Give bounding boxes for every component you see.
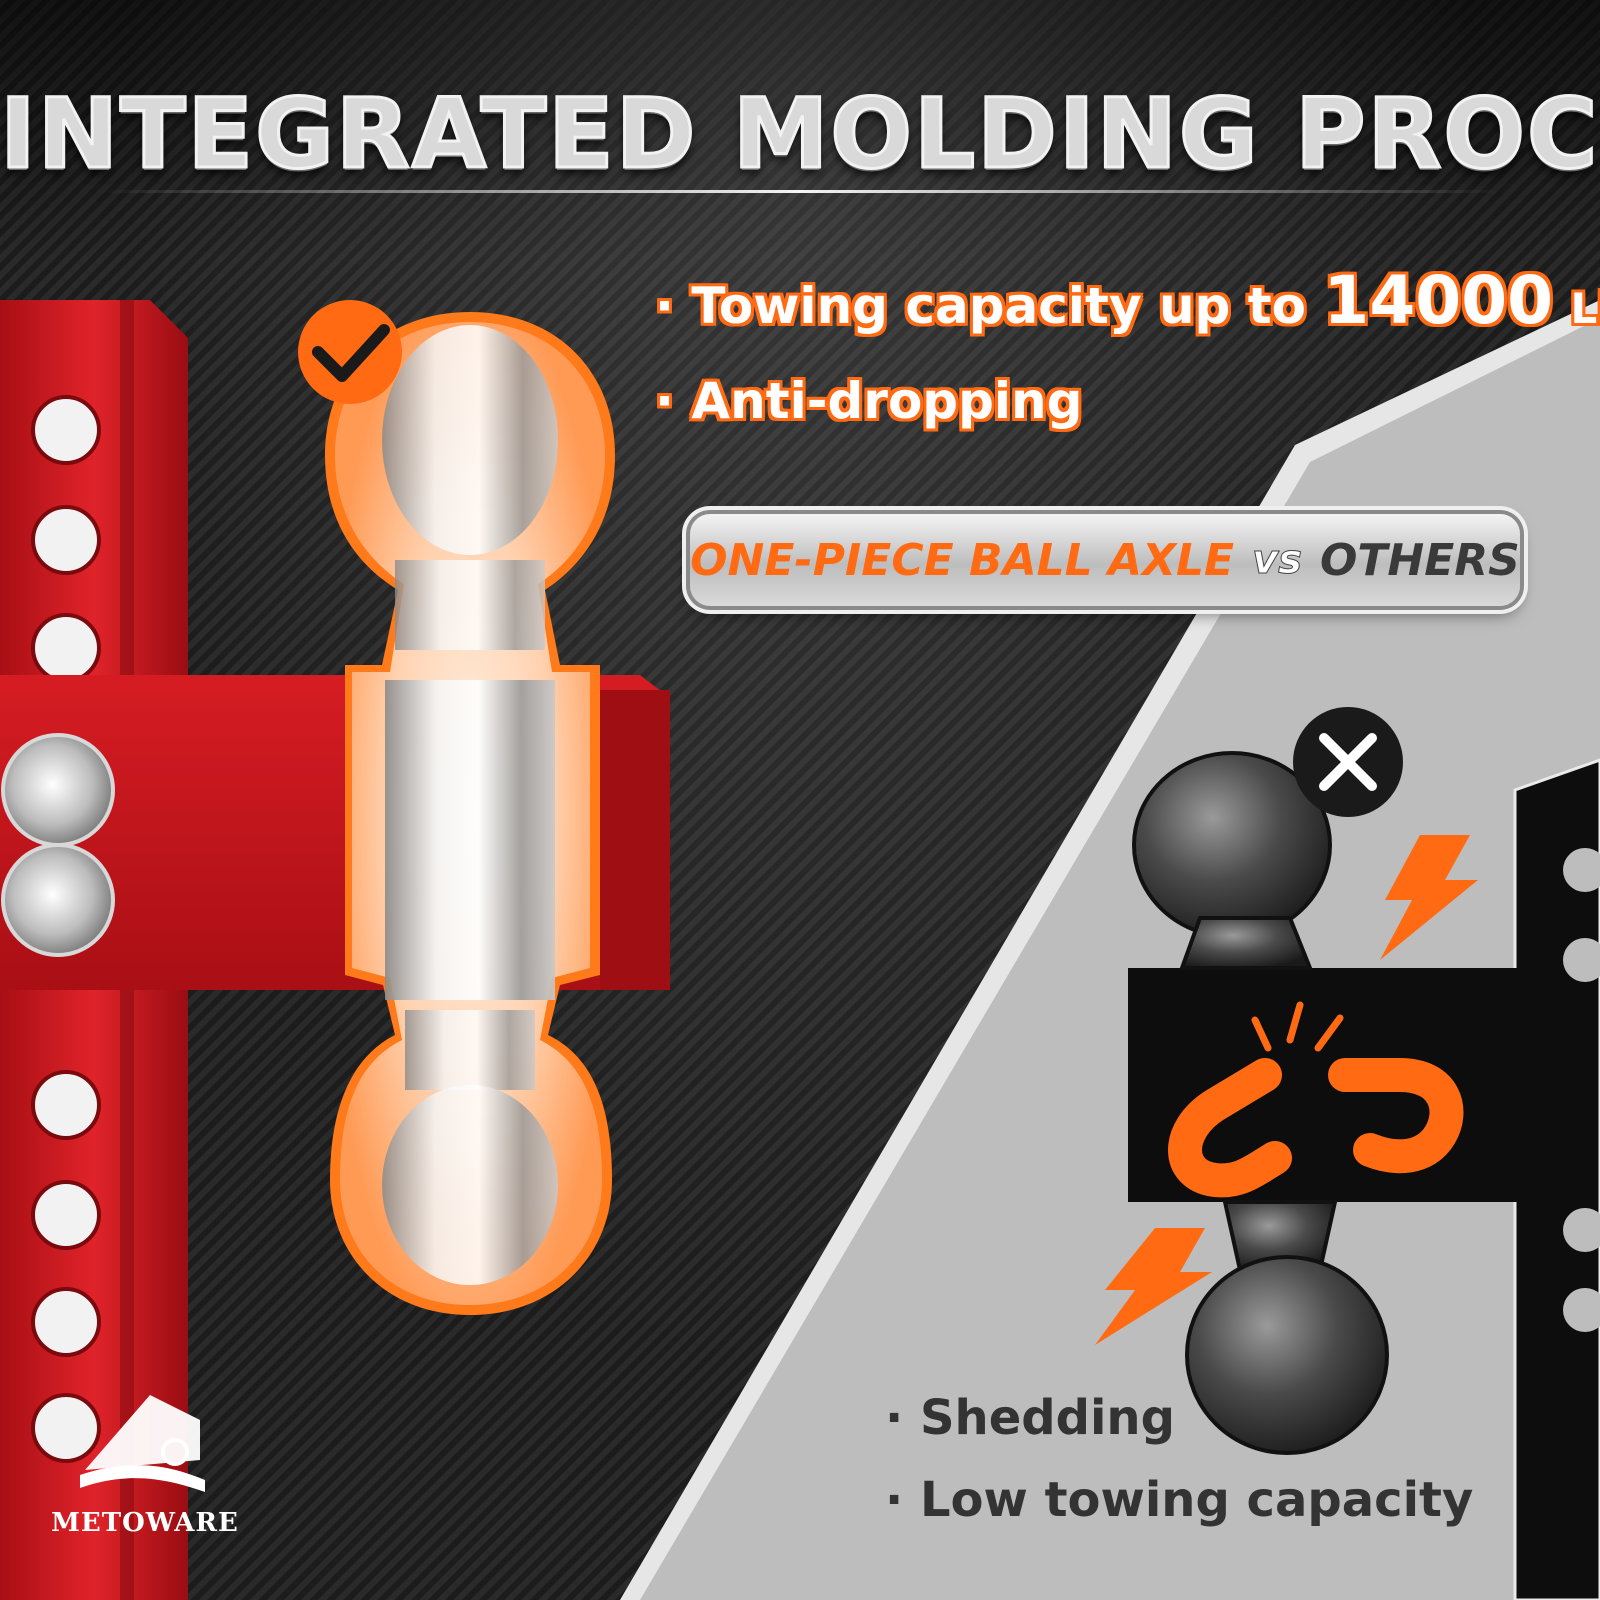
lightning-icon [1095,835,1478,1345]
others-ball-mount [1128,758,1600,1600]
feature-bullet: · [655,372,674,430]
negative-shedding: · Shedding [885,1390,1175,1446]
shedding-text: Shedding [919,1390,1175,1446]
others-bottom-ball [1185,1200,1389,1455]
towing-unit: Lb. [1570,284,1600,333]
comparison-pill: ONE-PIECE BALL AXLE vs OTHERS [690,514,1520,606]
feature-bullet: · [655,277,674,335]
chain-crack-sparks [1251,1001,1344,1052]
title-underline [100,190,1500,193]
negative-bullet: · [885,1472,904,1528]
anti-dropping-text: Anti-dropping [691,372,1083,430]
check-badge-icon [298,300,402,404]
comparison-panel [640,318,1600,1600]
negative-low-capacity: · Low towing capacity [885,1472,1473,1528]
low-capacity-text: Low towing capacity [919,1472,1474,1528]
shank-holes [31,395,101,1463]
towing-value: 14000 [1323,262,1554,339]
brand-name: METOWARE [51,1508,239,1538]
comparison-right: OTHERS [1319,534,1520,586]
towing-text: Towing capacity up to [691,277,1306,335]
page-title: INTEGRATED MOLDING PROCESS [0,77,1600,192]
feature-towing-capacity: · Towing capacity up to 14000 Lb. [655,262,1600,339]
negative-bullet: · [885,1390,904,1446]
one-piece-ball-axle [325,312,615,1315]
broken-chain-icon [1168,1058,1464,1198]
x-badge-icon [1293,707,1403,817]
pin-knobs [1,733,115,957]
comparison-vs: vs [1252,537,1303,584]
others-top-ball [1132,751,1332,970]
comparison-left: ONE-PIECE BALL AXLE [690,534,1235,586]
feature-anti-dropping: · Anti-dropping [655,372,1082,430]
metoware-logo-icon [80,1395,205,1492]
